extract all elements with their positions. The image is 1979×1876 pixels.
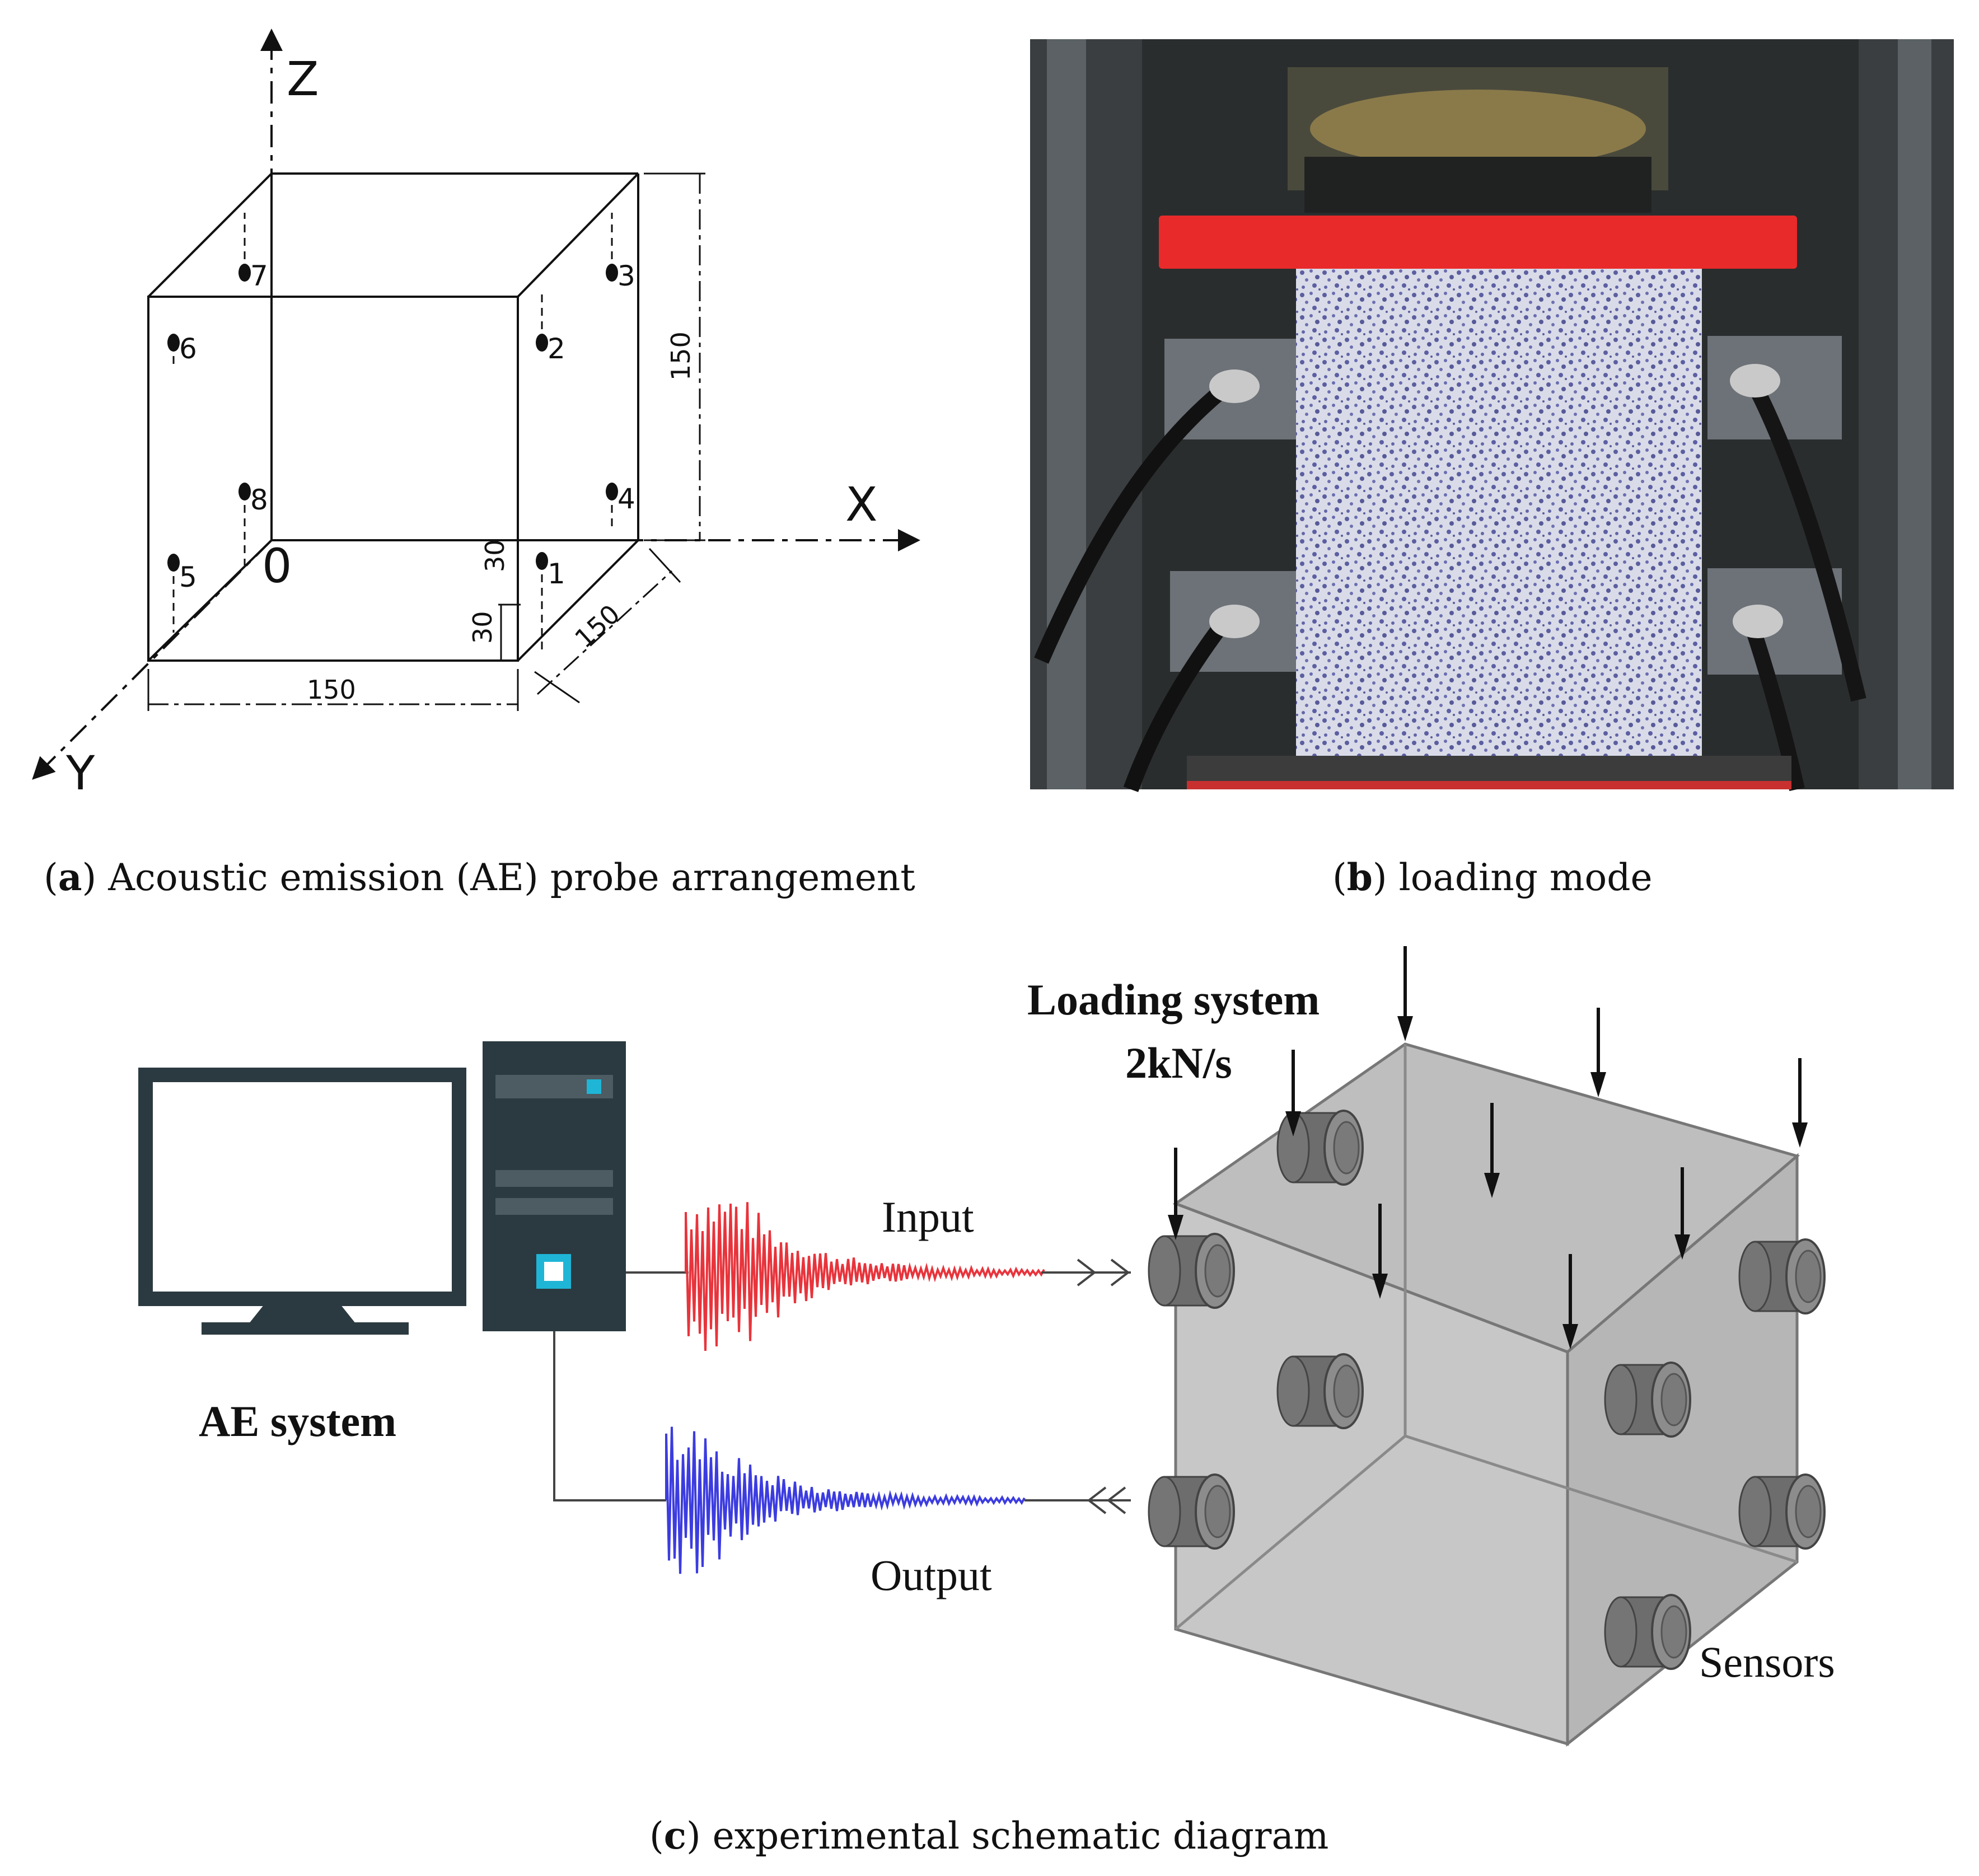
probe-8-label: 8	[250, 484, 268, 516]
specimen-cube	[1296, 269, 1702, 756]
loading-plate	[1159, 216, 1797, 269]
signal-wires	[553, 1271, 689, 1501]
monitor-icon	[138, 1068, 466, 1335]
input-arrow	[1041, 1259, 1131, 1286]
load-arrow-4	[1285, 1050, 1301, 1136]
probe-5: 5	[167, 554, 197, 633]
input-waveform	[685, 1202, 1045, 1351]
load-arrow-5	[1484, 1103, 1500, 1198]
probe-2: 2	[536, 291, 565, 365]
load-arrows	[1168, 946, 1808, 1349]
probe-3-label: 3	[617, 260, 635, 292]
sensor-3	[1276, 1353, 1364, 1429]
sensor-6	[1604, 1362, 1691, 1438]
load-arrow-8	[1372, 1204, 1388, 1299]
caption-b-letter: b	[1347, 855, 1373, 899]
sensor-8	[1604, 1594, 1691, 1670]
caption-a-text: Acoustic emission (AE) probe arrangement	[107, 856, 915, 899]
probe-6: 6	[167, 333, 197, 369]
caption-c-letter: c	[664, 1814, 686, 1858]
sensor-5	[1738, 1238, 1826, 1314]
load-arrow-3	[1792, 1058, 1808, 1148]
panel-b-loading-photo	[1030, 39, 1954, 792]
dim-height-label: 150	[666, 331, 696, 381]
output-label: Output	[871, 1551, 992, 1599]
probe-1-label: 1	[548, 558, 565, 590]
probe-8: 8	[238, 483, 268, 565]
ae-system-label: AE system	[199, 1397, 396, 1445]
caption-c: (c) experimental schematic diagram	[649, 1814, 1328, 1858]
loading-system-title: Loading system	[1027, 975, 1320, 1024]
caption-b: (b) loading mode	[1332, 855, 1653, 899]
probe-3: 3	[606, 213, 635, 292]
sensor-7	[1738, 1473, 1826, 1550]
dim-width-label: 150	[307, 675, 356, 705]
caption-a-letter: a	[58, 855, 82, 899]
load-arrow-6	[1674, 1167, 1690, 1260]
dim-offset-top-label: 30	[480, 539, 510, 572]
probe-5-label: 5	[179, 561, 197, 593]
dim-depth-label: 150	[569, 598, 625, 654]
input-label: Input	[882, 1192, 974, 1241]
dimension-lines	[147, 172, 705, 711]
caption-c-text: experimental schematic diagram	[713, 1814, 1329, 1858]
load-arrow-2	[1590, 1008, 1606, 1097]
computer-tower-icon	[483, 1041, 626, 1331]
sensor-4	[1148, 1473, 1235, 1550]
probe-6-label: 6	[179, 333, 197, 365]
dim-offset-vertical-label: 30	[467, 611, 498, 644]
origin-label: 0	[262, 539, 292, 593]
probe-4: 4	[606, 483, 635, 532]
sensor-2	[1148, 1233, 1235, 1309]
probe-2-label: 2	[548, 333, 565, 365]
x-axis-label: X	[845, 477, 878, 532]
z-axis-label: Z	[287, 52, 319, 106]
axes	[32, 29, 920, 780]
probe-1: 1	[536, 552, 565, 652]
probe-7: 7	[238, 213, 268, 292]
caption-b-text: loading mode	[1399, 856, 1653, 899]
load-arrow-9	[1562, 1254, 1578, 1349]
y-axis-label: Y	[66, 746, 95, 801]
probe-7-label: 7	[250, 260, 268, 292]
sensor-cylinders	[1148, 1110, 1826, 1670]
probe-4-label: 4	[617, 483, 635, 515]
load-arrow-1	[1397, 946, 1413, 1041]
sensor-1	[1276, 1110, 1364, 1186]
loading-rate-label: 2kN/s	[1125, 1038, 1232, 1087]
sensors-label: Sensors	[1699, 1638, 1835, 1686]
output-waveform	[665, 1426, 1026, 1574]
y-axis	[32, 539, 273, 780]
probe-markers: 1 2 3 4 5 6 7	[167, 213, 635, 652]
cube-outline	[147, 172, 639, 662]
load-arrow-7	[1168, 1148, 1183, 1240]
panel-a-probe-diagram	[32, 29, 920, 780]
output-arrow	[1024, 1486, 1131, 1514]
caption-a: (a) Acoustic emission (AE) probe arrange…	[44, 855, 915, 899]
